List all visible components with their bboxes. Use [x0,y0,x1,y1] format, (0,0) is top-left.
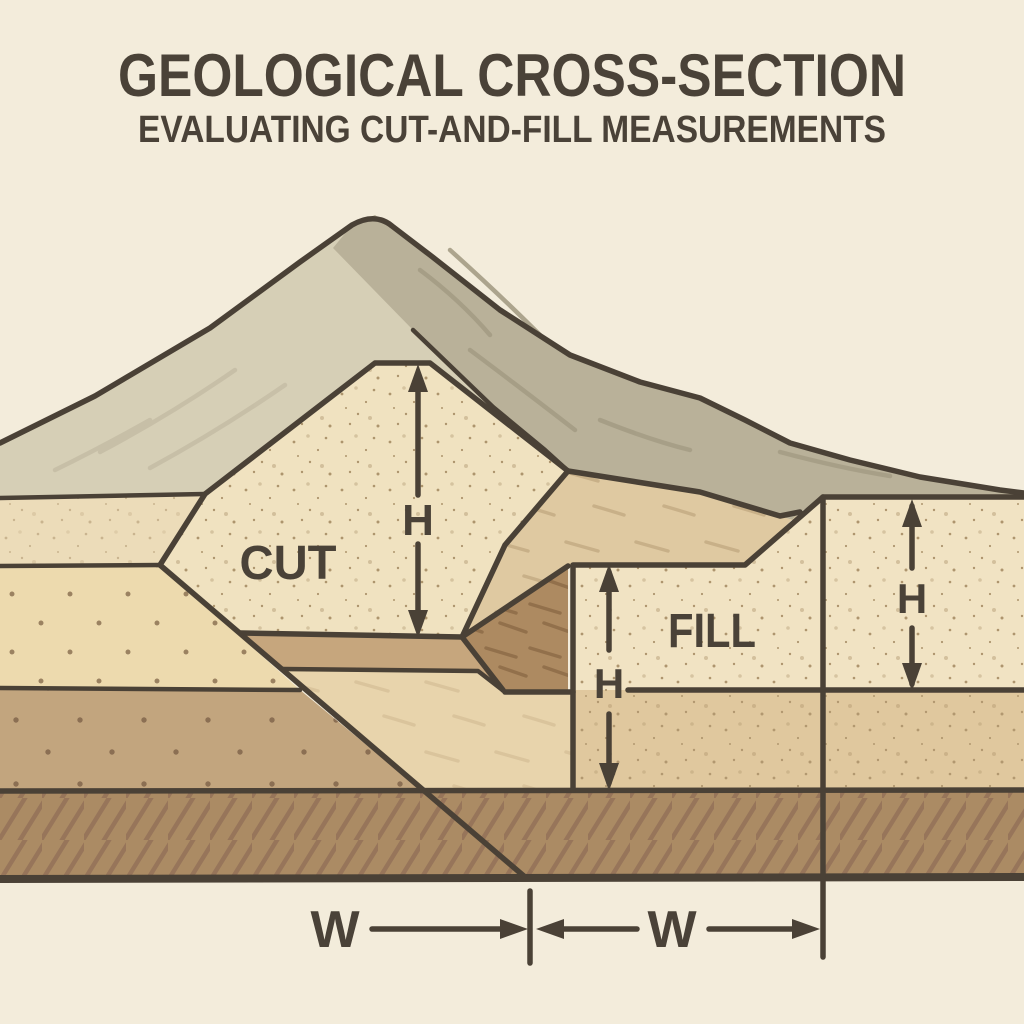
bedrock-hatching [0,790,1024,878]
page-subtitle: EVALUATING CUT-AND-FILL MEASUREMENTS [138,109,886,151]
fill-label: FILL [668,605,756,658]
cut-inner-slope-line [459,468,571,640]
cut-label: CUT [240,537,337,590]
fill-width-label: W [647,901,697,959]
cut-slope-diagonal [157,562,528,880]
hill-streaks-left [52,367,288,473]
hill-streaks-right [417,247,893,479]
dotted-layers-boundary [0,685,303,693]
cut-width-arrowhead-right [500,919,528,939]
diagram-text: GEOLOGICAL CROSS-SECTION EVALUATING CUT-… [118,42,927,959]
cut-height-arrowhead-down [408,610,428,638]
hill-surface-outline [0,216,1024,496]
fill-height-label: H [594,660,624,707]
topsoil-bottom-line [0,562,163,569]
slope-face-texture [462,471,800,637]
bedrock-base-line [0,873,1024,883]
bedrock-top-line [0,787,1024,794]
under-ramp-texture [283,670,573,791]
layer-dotted-upper-texture [0,565,300,690]
page-title: GEOLOGICAL CROSS-SECTION [118,42,906,109]
fill-outline [570,494,1024,793]
embankment-height-label: H [897,575,927,622]
embankment-height-arrowhead-up [902,499,922,527]
cut-outline [157,360,571,568]
hill-base-boundary-right [565,468,803,519]
diagram-outlines [0,216,1024,960]
fill-width-arrowhead-right [792,919,820,939]
hill-base-boundary-left [0,491,208,501]
layer-topsoil-texture [0,494,205,566]
layer-dotted-lower-texture [0,688,422,791]
cut-height-arrowhead-up [408,364,428,392]
ramp-edge-line [459,634,506,693]
bench-band [241,633,505,692]
cut-bottom-line [238,630,465,640]
cut-region-texture [160,363,568,637]
embankment-height-arrowhead-down [902,663,922,691]
cut-height-label: H [402,496,434,545]
fill-height-arrowhead-down [599,763,619,791]
cut-width-label: W [310,901,360,959]
fill-width-arrowhead-left [536,919,564,939]
dimension-arrows [369,364,922,966]
toe-wedge-top-line [459,563,571,640]
toe-wedge-texture [462,566,568,692]
subsoil-texture [573,690,1024,790]
mountain-shadow [333,215,1024,520]
fill-height-arrowhead-up [599,564,619,592]
